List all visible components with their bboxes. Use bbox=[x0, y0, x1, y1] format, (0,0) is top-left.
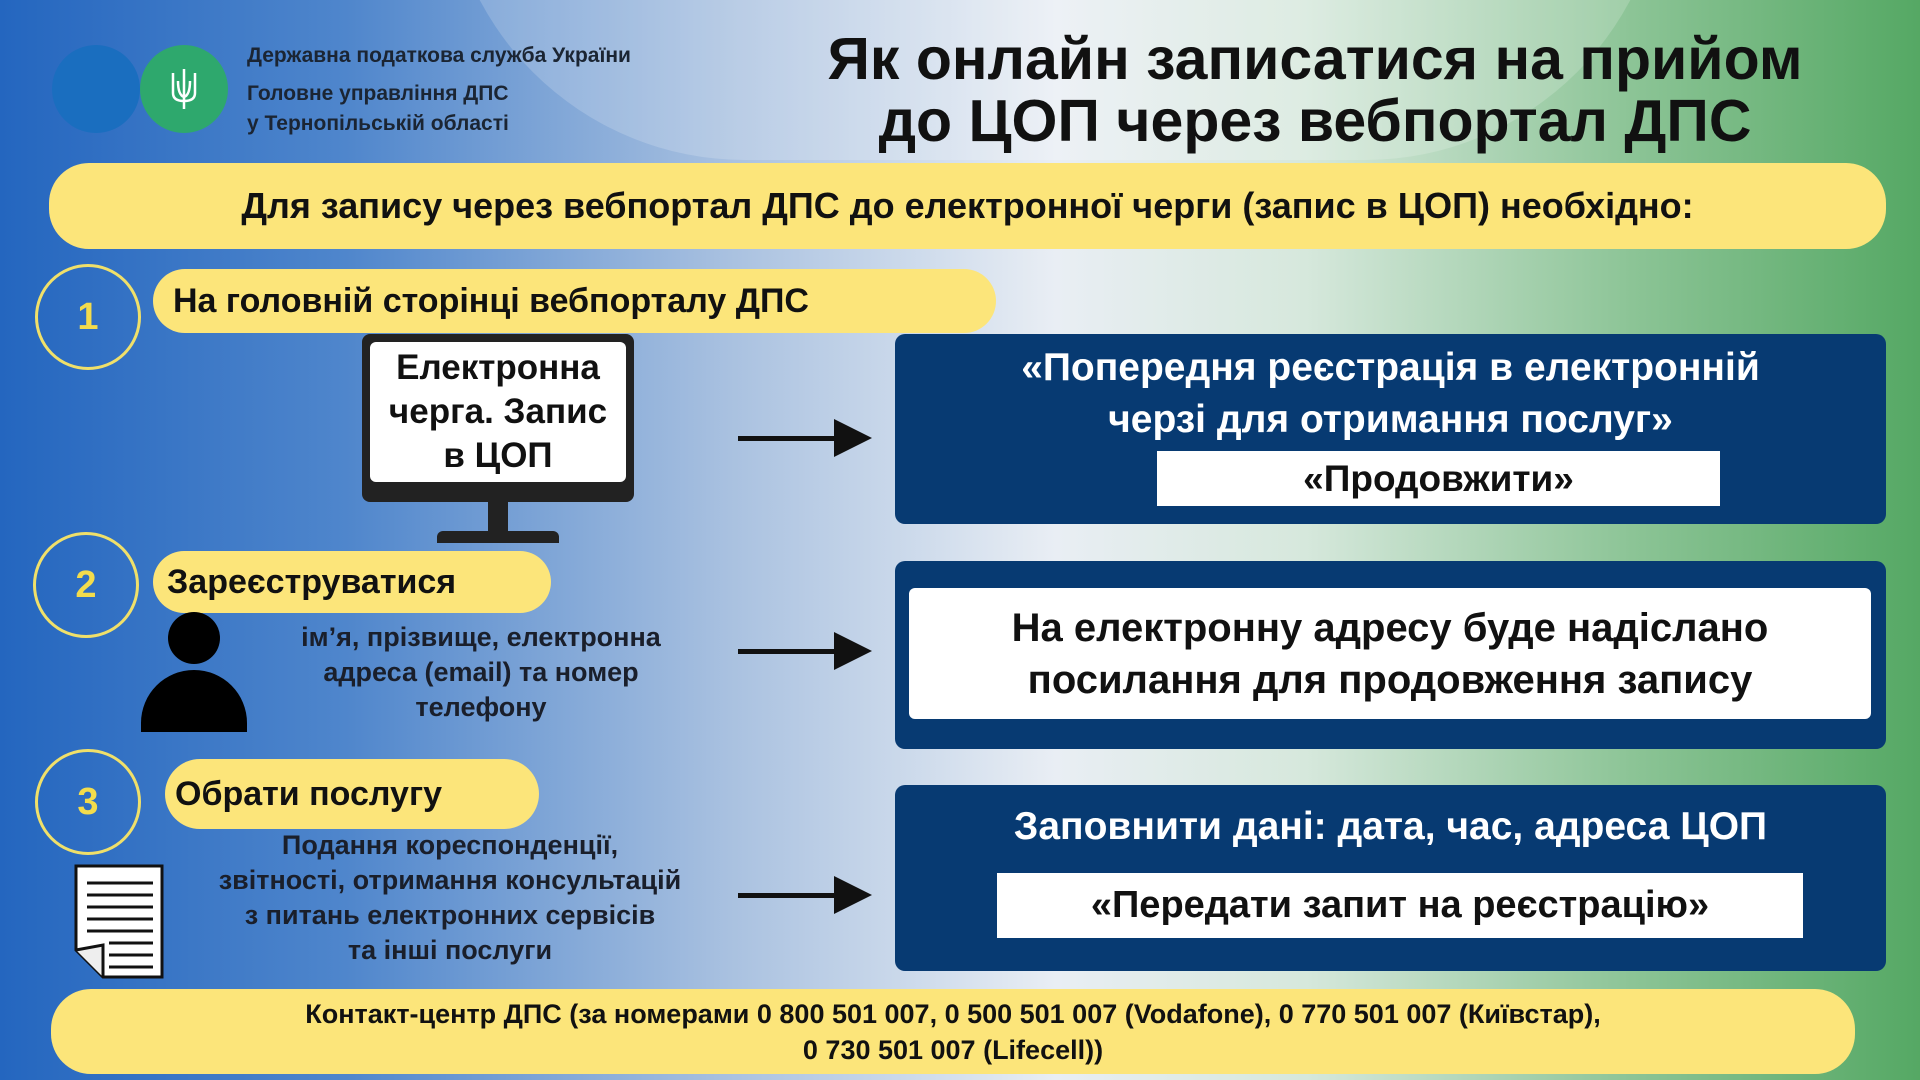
step-2-detail-line: телефону bbox=[415, 692, 547, 722]
step-2-result-line-1: На електронну адресу буде надіслано bbox=[1011, 605, 1769, 650]
page-title: Як онлайн записатися на прийом до ЦОП че… bbox=[740, 28, 1890, 152]
step-3-detail-line: Подання кореспонденції, bbox=[281, 830, 619, 860]
step-2-result-line-2: посилання для продовження запису bbox=[1027, 657, 1753, 702]
step-3-detail-line: звітності, отримання консультацій bbox=[218, 865, 682, 895]
step-3-result-line: Заповнити дані: дата, час, адреса ЦОП bbox=[1013, 805, 1768, 848]
monitor-icon: Електронна черга. Запис в ЦОП bbox=[362, 334, 634, 502]
submit-request-button-label: «Передати запит на реєстрацію» bbox=[997, 873, 1803, 938]
contact-footer: Контакт-центр ДПС (за номерами 0 800 501… bbox=[51, 989, 1855, 1074]
document-icon bbox=[73, 863, 165, 980]
step-2-details: ім’я, прізвище, електронна адреса (email… bbox=[261, 620, 701, 725]
step-3-number: 3 bbox=[35, 749, 141, 855]
step-2-number: 2 bbox=[33, 532, 139, 638]
logo-blue-circle bbox=[52, 45, 140, 133]
step-1-label: На головній сторінці вебпорталу ДПС bbox=[153, 269, 996, 333]
intro-banner: Для запису через вебпортал ДПС до електр… bbox=[49, 163, 1886, 249]
monitor-stand bbox=[488, 502, 508, 532]
contact-line-2: 0 730 501 007 (Lifecell)) bbox=[802, 1034, 1104, 1065]
person-icon bbox=[141, 612, 247, 732]
step-1-result-line-2: черзі для отримання послуг» bbox=[1108, 398, 1673, 441]
background-shape bbox=[445, 0, 1665, 160]
screen-text-1: Електронна bbox=[396, 348, 600, 387]
step-3-result-box: Заповнити дані: дата, час, адреса ЦОП «П… bbox=[895, 785, 1886, 971]
trident-logo-icon bbox=[140, 45, 228, 133]
continue-button-label: «Продовжити» bbox=[1157, 451, 1720, 506]
arrow-right-icon bbox=[738, 419, 872, 457]
step-2-result-box: На електронну адресу буде надіслано поси… bbox=[895, 561, 1886, 749]
screen-text-2: черга. Запис bbox=[388, 392, 608, 431]
step-2-detail-line: адреса (email) та номер bbox=[323, 657, 639, 687]
arrow-right-icon bbox=[738, 876, 872, 914]
org-department: Головне управління ДПС bbox=[247, 82, 509, 105]
step-3-detail-line: з питань електронних сервісів bbox=[244, 900, 656, 930]
org-name: Державна податкова служба України bbox=[247, 44, 631, 67]
step-1-number: 1 bbox=[35, 264, 141, 370]
title-line-2: до ЦОП через вебпортал ДПС bbox=[878, 88, 1752, 154]
step-2-detail-line: ім’я, прізвище, електронна bbox=[301, 622, 661, 652]
monitor-base bbox=[437, 531, 559, 543]
org-region: у Тернопільській області bbox=[247, 112, 509, 135]
step-3-details: Подання кореспонденції, звітності, отрим… bbox=[170, 828, 730, 968]
arrow-right-icon bbox=[738, 632, 872, 670]
step-1-result-box: «Попередня реєстрація в електронній черз… bbox=[895, 334, 1886, 524]
step-2-label: Зареєструватися bbox=[153, 551, 551, 613]
step-3-label: Обрати послугу bbox=[165, 759, 539, 829]
step-1-result-line-1: «Попередня реєстрація в електронній bbox=[1021, 346, 1760, 389]
step-3-detail-line: та інші послуги bbox=[347, 935, 553, 965]
title-line-1: Як онлайн записатися на прийом bbox=[827, 26, 1803, 92]
screen-text-3: в ЦОП bbox=[443, 436, 553, 475]
contact-line-1: Контакт-центр ДПС (за номерами 0 800 501… bbox=[305, 998, 1601, 1029]
